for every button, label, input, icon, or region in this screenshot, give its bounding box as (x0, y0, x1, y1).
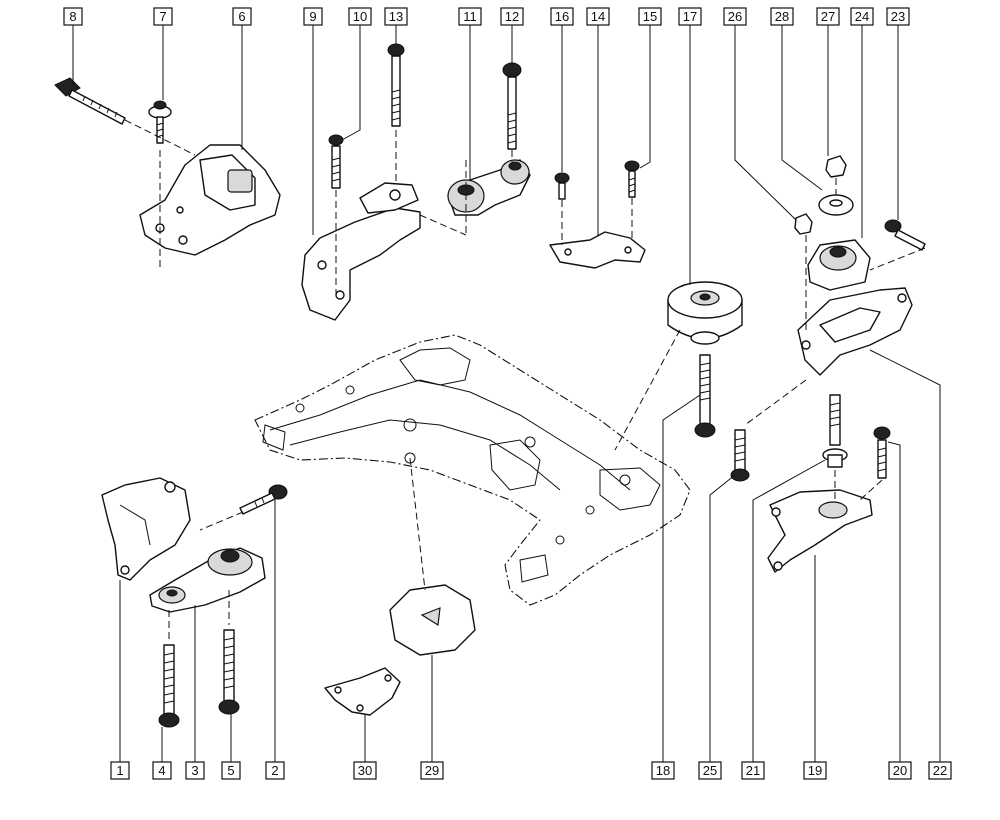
svg-text:10: 10 (353, 9, 367, 24)
bolt-12 (502, 62, 522, 150)
callout-25: 25 (698, 761, 722, 780)
callout-1: 1 (110, 761, 130, 780)
svg-text:20: 20 (893, 763, 907, 778)
svg-text:21: 21 (746, 763, 760, 778)
callout-18: 18 (651, 761, 675, 780)
round-mount-17 (667, 281, 743, 345)
plate-14 (549, 231, 646, 269)
svg-text:19: 19 (808, 763, 822, 778)
callout-23: 23 (886, 7, 910, 26)
svg-text:14: 14 (591, 9, 605, 24)
callout-26: 26 (723, 7, 747, 26)
svg-text:5: 5 (227, 763, 234, 778)
svg-text:7: 7 (159, 9, 166, 24)
callout-4: 4 (152, 761, 172, 780)
callout-6: 6 (232, 7, 252, 26)
svg-text:30: 30 (358, 763, 372, 778)
callout-2: 2 (265, 761, 285, 780)
rubber-pad-29 (389, 584, 476, 656)
svg-text:17: 17 (683, 9, 697, 24)
plate-30 (324, 667, 401, 716)
callout-20: 20 (888, 761, 912, 780)
nut-26 (794, 213, 813, 235)
bracket-9 (301, 182, 421, 321)
bolt-2 (239, 484, 288, 515)
svg-text:23: 23 (891, 9, 905, 24)
bolt-4 (158, 644, 180, 728)
callout-12: 12 (500, 7, 524, 26)
svg-text:28: 28 (775, 9, 789, 24)
callout-30: 30 (353, 761, 377, 780)
bracket-1 (101, 477, 191, 581)
callout-29: 29 (420, 761, 444, 780)
bolt-16 (554, 172, 570, 200)
callout-24: 24 (850, 7, 874, 26)
bolt-13 (387, 43, 405, 127)
callout-19: 19 (803, 761, 827, 780)
gearbox-mount-24 (807, 239, 871, 291)
bolt-10 (328, 134, 344, 189)
svg-text:3: 3 (191, 763, 198, 778)
svg-text:8: 8 (69, 9, 76, 24)
svg-text:1: 1 (116, 763, 123, 778)
callout-13: 13 (384, 7, 408, 26)
callout-5: 5 (221, 761, 241, 780)
washer-28 (818, 194, 854, 216)
svg-text:29: 29 (425, 763, 439, 778)
callout-22: 22 (928, 761, 952, 780)
assembly-centre-lines (124, 119, 926, 640)
callout-7: 7 (153, 7, 173, 26)
bolt-20 (873, 426, 891, 479)
nut-27 (825, 155, 847, 178)
callout-10: 10 (348, 7, 372, 26)
bracket-19 (767, 489, 873, 573)
callout-3: 3 (185, 761, 205, 780)
bolt-18 (694, 354, 716, 438)
callout-14: 14 (586, 7, 610, 26)
callout-16: 16 (550, 7, 574, 26)
callout-15: 15 (638, 7, 662, 26)
bolt-25 (730, 429, 750, 482)
stud-21 (822, 394, 848, 468)
bolt-15 (624, 160, 640, 198)
callout-27: 27 (816, 7, 840, 26)
callout-leaders (72, 25, 941, 762)
engine-mount-6 (139, 144, 281, 256)
svg-text:11: 11 (463, 9, 477, 24)
callout-21: 21 (741, 761, 765, 780)
svg-text:12: 12 (505, 9, 519, 24)
callout-9: 9 (303, 7, 323, 26)
svg-text:6: 6 (238, 9, 245, 24)
svg-text:22: 22 (933, 763, 947, 778)
svg-text:18: 18 (656, 763, 670, 778)
callout-8: 8 (63, 7, 83, 26)
mount-pad-3 (149, 547, 266, 613)
bolt-7 (148, 100, 172, 144)
svg-text:4: 4 (158, 763, 165, 778)
svg-text:16: 16 (555, 9, 569, 24)
svg-text:27: 27 (821, 9, 835, 24)
bolt-23 (884, 219, 926, 251)
bracket-22 (797, 287, 913, 376)
svg-text:15: 15 (643, 9, 657, 24)
svg-text:13: 13 (389, 9, 403, 24)
callout-17: 17 (678, 7, 702, 26)
subframe (254, 334, 691, 606)
torque-rod-11 (447, 159, 531, 216)
svg-text:24: 24 (855, 9, 869, 24)
svg-text:2: 2 (271, 763, 278, 778)
svg-text:26: 26 (728, 9, 742, 24)
callout-11: 11 (458, 7, 482, 26)
bolt-5 (218, 629, 240, 715)
callout-28: 28 (770, 7, 794, 26)
svg-text:9: 9 (309, 9, 316, 24)
bolt-8 (54, 77, 126, 125)
svg-text:25: 25 (703, 763, 717, 778)
